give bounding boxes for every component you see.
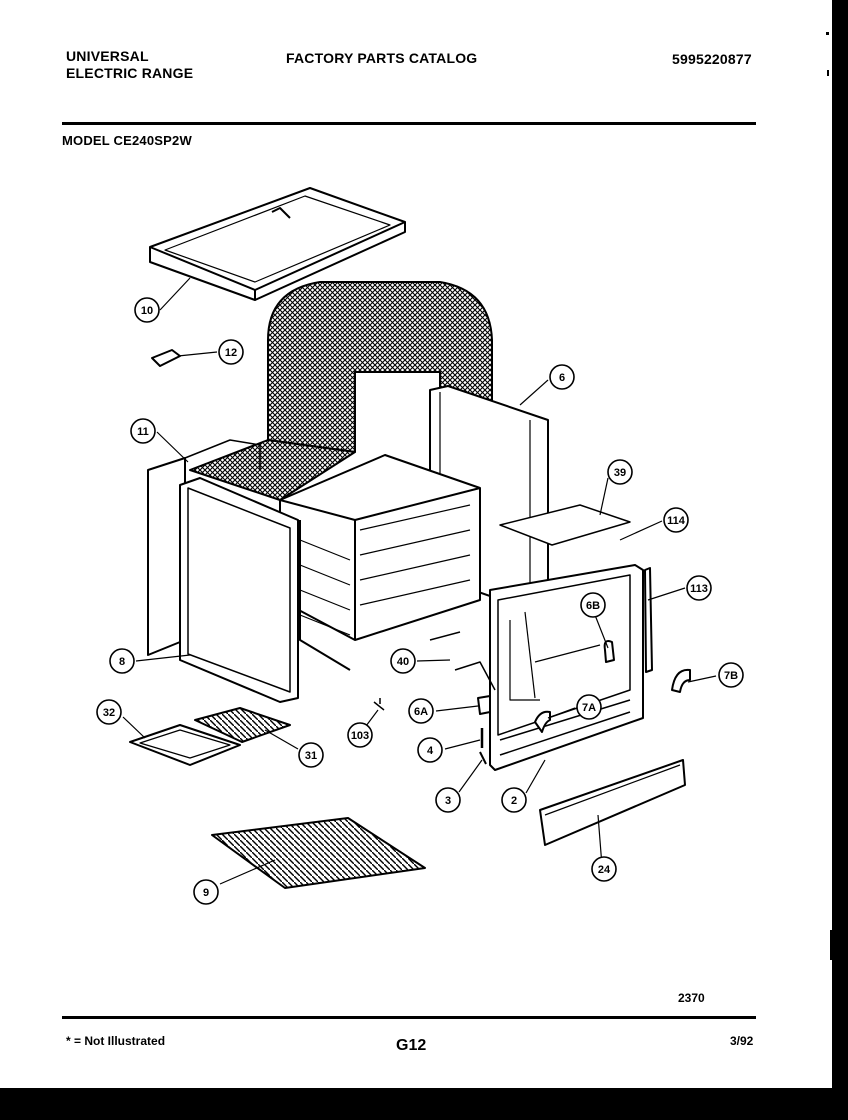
callout-9: 9 (203, 887, 209, 899)
callout-103: 103 (351, 730, 369, 742)
callout-6a: 6A (414, 706, 428, 718)
callout-6: 6 (559, 372, 565, 384)
exploded-parts-diagram: 10 12 6 11 39 114 113 6B 8 40 7B 6A 7A 3… (96, 187, 744, 905)
part-screw (479, 751, 487, 765)
part-hinge-6a (477, 695, 491, 715)
part-handle-7b (671, 668, 691, 693)
page-code: G12 (396, 1037, 427, 1054)
callout-11: 11 (137, 426, 149, 438)
part-left-side-panel (179, 477, 299, 703)
brand-line-2: ELECTRIC RANGE (66, 65, 194, 81)
callout-39: 39 (614, 467, 626, 479)
part-clip (151, 349, 181, 367)
part-clip-103 (373, 698, 385, 711)
header-rule (62, 122, 756, 125)
footer-rule (62, 1016, 756, 1019)
part-cooktop-pan (149, 187, 406, 301)
callout-3: 3 (445, 795, 451, 807)
callout-31: 31 (305, 750, 317, 762)
figure-number: 2370 (678, 991, 705, 1005)
part-bake-element (429, 631, 496, 691)
callout-24: 24 (598, 864, 611, 876)
callout-8: 8 (119, 656, 125, 668)
part-broiler-grid (194, 707, 291, 743)
catalog-title: FACTORY PARTS CATALOG (286, 50, 478, 66)
scan-speck (827, 70, 829, 76)
catalog-page: UNIVERSAL ELECTRIC RANGE FACTORY PARTS C… (0, 0, 832, 1088)
scan-speck (826, 32, 829, 35)
part-broiler-pan (129, 724, 241, 766)
callout-10: 10 (141, 305, 153, 317)
callout-4: 4 (427, 745, 434, 757)
callout-40: 40 (397, 656, 409, 668)
model-label: MODEL CE240SP2W (62, 133, 192, 148)
callout-114: 114 (667, 515, 686, 527)
callout-7b: 7B (724, 670, 738, 682)
not-illustrated-note: * = Not Illustrated (66, 1034, 166, 1048)
part-kick-panel (539, 759, 686, 846)
catalog-date: 3/92 (730, 1034, 754, 1048)
part-oven-door (489, 564, 644, 771)
callout-2: 2 (511, 795, 517, 807)
callout-113: 113 (690, 583, 708, 595)
part-door-gasket (644, 567, 653, 673)
scan-speck (830, 930, 832, 960)
part-oven-rack (211, 817, 426, 889)
callout-7a: 7A (582, 702, 596, 714)
part-broiler-tray (499, 504, 631, 546)
callout-6b: 6B (586, 600, 600, 612)
brand-line-1: UNIVERSAL (66, 48, 149, 64)
callout-32: 32 (103, 707, 115, 719)
catalog-number: 5995220877 (672, 51, 752, 67)
part-handle-7a (534, 710, 551, 733)
part-oven-liner (279, 454, 481, 671)
callout-12: 12 (225, 347, 237, 359)
